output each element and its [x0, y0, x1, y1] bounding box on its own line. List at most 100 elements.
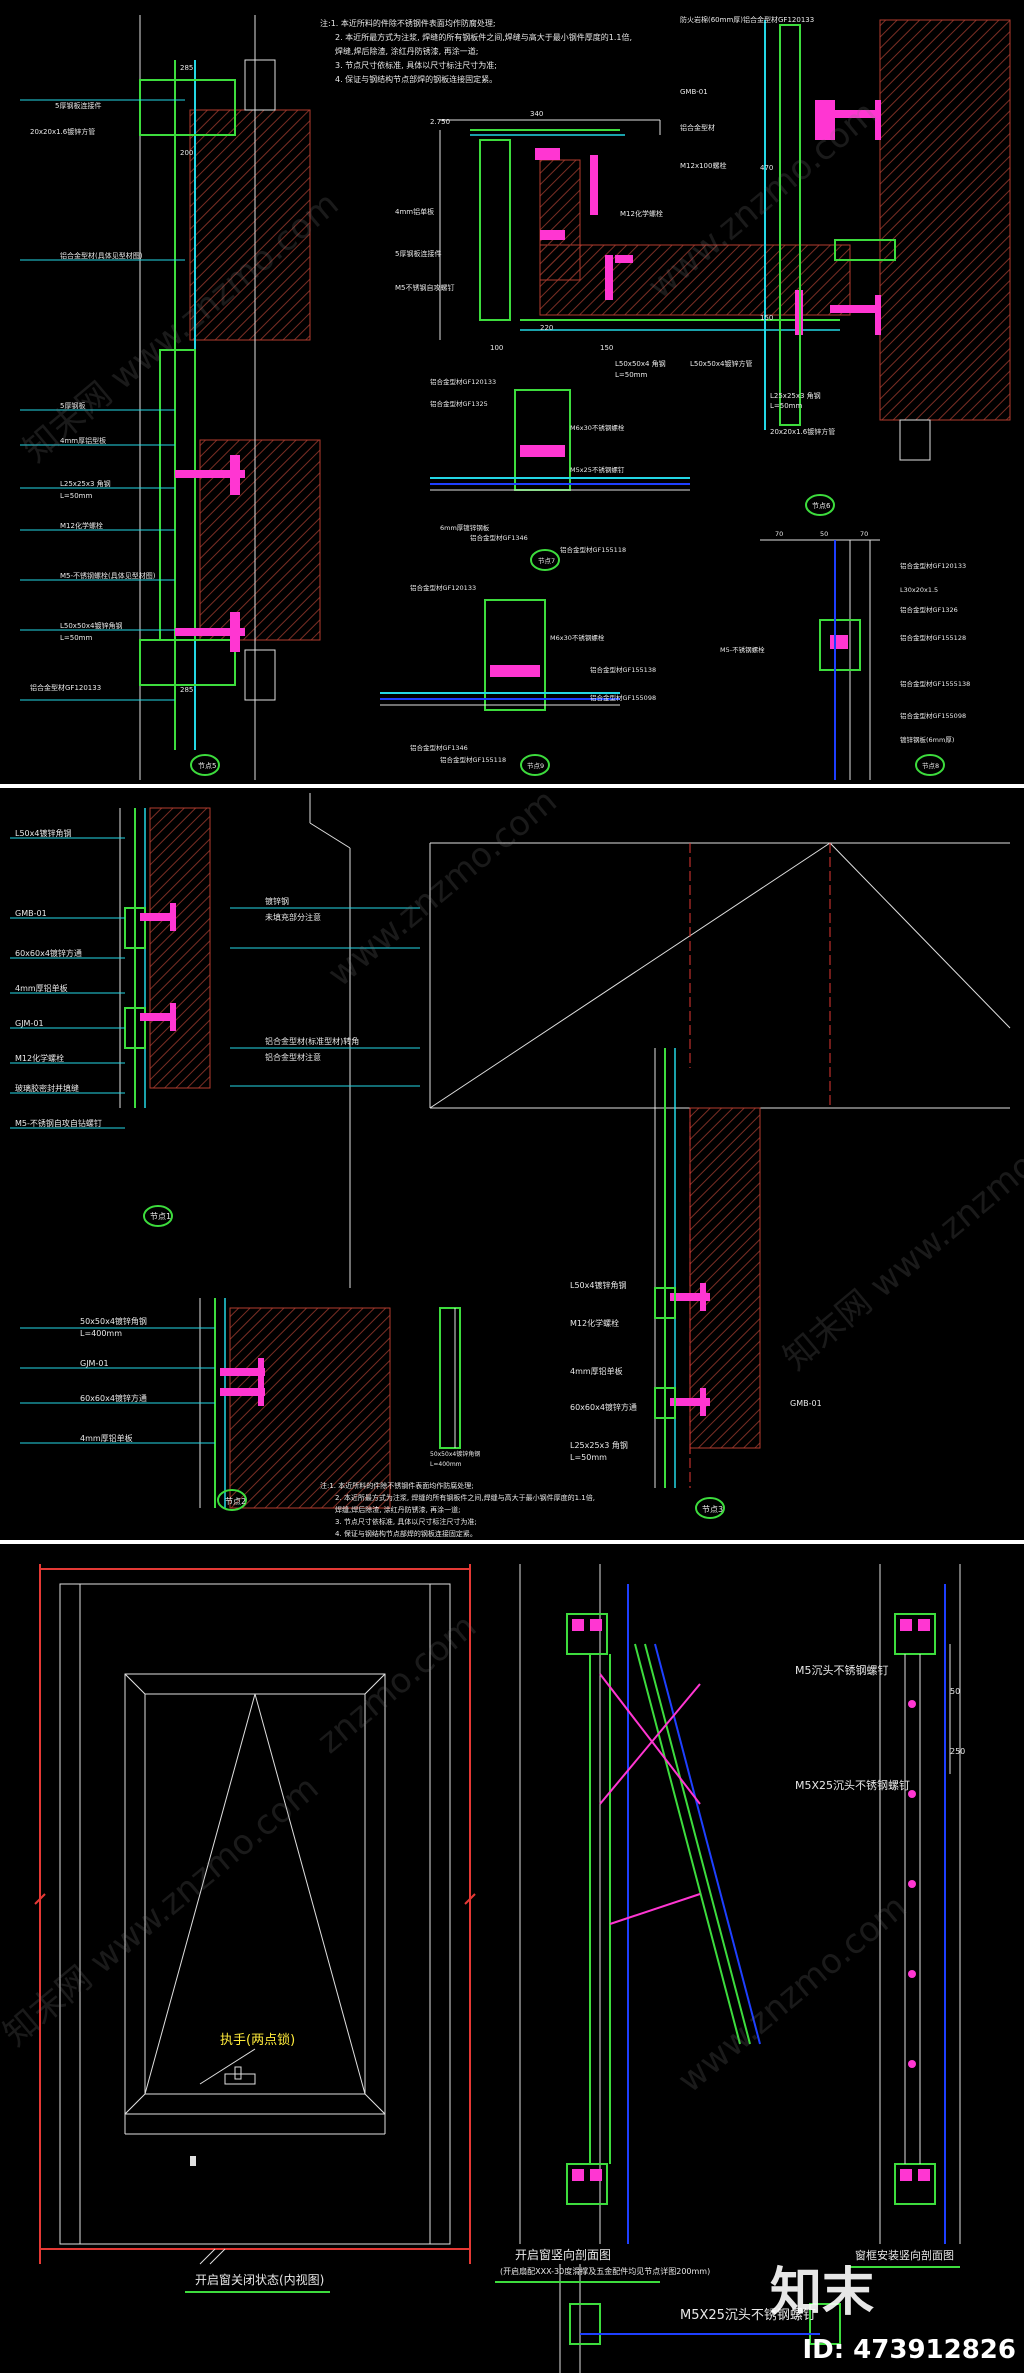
note-1: 2. 本近所最方式为注浆, 焊缝的所有钢板件之间,焊缝与高大于最小钢件厚度的1.…: [335, 32, 632, 42]
right-bottom-labels: 70 50 70 铝合金型材GF120133 L30x20x1.5 铝合金型材G…: [720, 530, 970, 770]
lbl-rb3: 铝合金型材GF155128: [900, 633, 966, 642]
lbl-m6: 玻璃胶密封并填缝: [15, 1083, 79, 1093]
dim-c4: 150: [600, 344, 613, 352]
dim-rb0: 70: [775, 530, 783, 538]
lbl-rb1: L30x20x1.5: [900, 586, 938, 594]
lbl-l4: 4mm厚铝型板: [60, 436, 106, 445]
tag-8: 节点8: [922, 762, 939, 770]
note2-3: 3. 节点尺寸依标准, 具体以尺寸标注尺寸为准;: [335, 1517, 477, 1526]
notes-middle: 注:1. 本近所料的件除不锈钢件表面均作防腐处理; 2. 本近所最方式为注浆, …: [320, 1481, 595, 1538]
frame-section: [879, 1564, 961, 2244]
lbl-r6: 20x20x1.6镀锌方管: [770, 427, 835, 436]
screw-label-bottom: M5X25沉头不锈钢螺钉: [680, 2308, 816, 2323]
lbl-cs1: 铝合金型材GF1325: [430, 399, 488, 408]
lbl-c2: M5不锈钢自攻螺钉: [395, 283, 455, 292]
lbl-ll4: 4mm厚铝单板: [80, 1433, 133, 1443]
lbl-lr5: L25x25x3 角钢: [570, 1440, 628, 1450]
window-panel-bottom: 执手(两点锁) 开启窗关闭状态(内视图): [0, 1544, 1024, 2373]
detail-drawing-middle: L50x4镀锌角钢 GMB-01 60x60x4镀锌方通 4mm厚铝单板 GJM…: [10, 793, 1011, 1538]
lbl-m7: M5-不锈钢自攻自钻螺钉: [15, 1118, 102, 1128]
panel-divider: [0, 784, 1024, 788]
lbl-l1: 20x20x1.6镀锌方管: [30, 127, 95, 136]
lbl-cb4: 铝合金型材GF1346: [410, 743, 468, 752]
tag-1: 节点1: [150, 1212, 171, 1221]
mid-left-wall: [10, 793, 420, 1288]
tag-5: 节点5: [198, 762, 216, 770]
screw-label-1: M5沉头不锈钢螺钉: [795, 1664, 889, 1677]
open-window-section: [519, 1564, 841, 2373]
lower-left-labels: 50x50x4镀锌角钢 L=400mm GJM-01 60x60x4镀锌方通 4…: [80, 1316, 480, 1506]
lbl-ll3: 60x60x4镀锌方通: [80, 1393, 147, 1403]
lbl-m1: GMB-01: [15, 909, 47, 918]
lbl-l8: M5-不锈钢螺栓(具体见型材图): [60, 571, 156, 580]
window-drawing: 执手(两点锁) 开启窗关闭状态(内视图): [34, 1564, 965, 2373]
center-small-labels: 铝合金型材GF120133 铝合金型材GF1325 M6x30不锈钢螺栓 M5x…: [430, 377, 626, 565]
lbl-r4: L25x25x3 角钢: [770, 391, 821, 400]
lbl-lr1: M12化学螺栓: [570, 1318, 619, 1328]
caption-right: 窗框安装竖向剖面图: [855, 2248, 954, 2262]
lbl-rb4: M5-不锈钢螺栓: [720, 645, 765, 654]
left-wall-section: [20, 15, 321, 780]
detail-panel-top: 5厚钢板连接件 20x20x1.6镀锌方管 铝合金型材(具体见型材图) 5厚钢板…: [0, 0, 1024, 784]
right-upper-detail: [764, 19, 1011, 516]
note-3: 3. 节点尺寸依标准, 具体以尺寸标注尺寸为准;: [335, 60, 497, 70]
tag-3: 节点3: [702, 1505, 723, 1514]
lbl-cb2: 铝合金型材GF155138: [590, 665, 656, 674]
lbl-m5: M12化学螺栓: [15, 1053, 64, 1063]
lbl-l2: 铝合金型材(具体见型材图): [60, 251, 143, 260]
lbl-cs3: M5x25不锈钢螺钉: [570, 465, 625, 474]
frame-labels: M5沉头不锈钢螺钉 M5X25沉头不锈钢螺钉 50 250 窗框安装竖向剖面图: [795, 1664, 965, 2268]
lbl-l9: L50x50x4镀锌角钢: [60, 621, 122, 630]
lbl-l3: 5厚钢板: [60, 401, 85, 410]
caption-left: 开启窗关闭状态(内视图): [195, 2272, 324, 2287]
detail-panel-middle: L50x4镀锌角钢 GMB-01 60x60x4镀锌方通 4mm厚铝单板 GJM…: [0, 788, 1024, 1540]
lbl-c1: 5厚钢板连接件: [395, 249, 441, 258]
lbl-cb5: 铝合金型材GF155118: [440, 755, 506, 764]
note2-2: 焊缝,焊后除渣, 涂红丹防锈漆, 再涂一道;: [335, 1505, 460, 1514]
note2-0: 注:1. 本近所料的件除不锈钢件表面均作防腐处理;: [320, 1481, 474, 1490]
dim-r0: 470: [760, 164, 773, 172]
lbl-l7: M12化学螺栓: [60, 521, 103, 530]
detail-drawing-top: 5厚钢板连接件 20x20x1.6镀锌方管 铝合金型材(具体见型材图) 5厚钢板…: [20, 15, 1011, 780]
lbl-m0: L50x4镀锌角钢: [15, 828, 71, 838]
lbl-r1: GMB-01: [680, 88, 708, 96]
lbl-mm1: 未填充部分注意: [265, 912, 321, 922]
lbl-c0: 4mm铝单板: [395, 207, 434, 216]
note2-4: 4. 保证与钢结构节点部焊的钢板连接固定紧。: [335, 1529, 477, 1538]
dim-l2: 285: [180, 686, 193, 694]
lbl-cs4: 6mm厚镀锌钢板: [440, 523, 490, 532]
lbl-r0: 防火岩棉(60mm厚)铝合金型材GF120133: [680, 15, 814, 24]
elevation-triangle: [429, 842, 1011, 1519]
lbl-rb5: 铝合金型材GF1555138: [900, 679, 970, 688]
mid-left-labels: L50x4镀锌角钢 GMB-01 60x60x4镀锌方通 4mm厚铝单板 GJM…: [15, 828, 359, 1221]
lbl-cs0: 铝合金型材GF120133: [430, 377, 496, 386]
dim-l1: 200: [180, 149, 193, 157]
lbl-c6: L50x50x4镀锌方管: [690, 359, 752, 368]
window-elevation-labels: 执手(两点锁) 开启窗关闭状态(内视图): [185, 2032, 330, 2293]
panel-divider: [0, 1540, 1024, 1544]
dim-c2: 220: [540, 324, 553, 332]
center-small-detail: [430, 389, 690, 571]
screw-label-2: M5X25沉头不锈钢螺钉: [795, 1779, 910, 1792]
lbl-cs5: 铝合金型材GF155118: [560, 545, 626, 554]
lbl-lr3: 60x60x4镀锌方通: [570, 1402, 637, 1412]
lbl-l6: L=50mm: [60, 492, 92, 500]
lbl-mm3: 铝合金型材注意: [265, 1052, 321, 1062]
lbl-lr4: GMB-01: [790, 1399, 822, 1408]
lbl-c3: M12化学螺栓: [620, 209, 663, 218]
dim-c3: 100: [490, 344, 503, 352]
note-0: 注:1. 本近所料的件除不锈钢件表面均作防腐处理;: [320, 18, 496, 28]
left-labels: 5厚钢板连接件 20x20x1.6镀锌方管 铝合金型材(具体见型材图) 5厚钢板…: [30, 64, 216, 770]
lbl-m4: GJM-01: [15, 1019, 44, 1028]
lbl-rb6: 铝合金型材GF155098: [900, 711, 966, 720]
tag-2: 节点2: [225, 1497, 246, 1506]
dim-c0: 2.750: [430, 118, 450, 126]
lbl-lr6: L=50mm: [570, 1453, 607, 1462]
center-corner-detail: [439, 119, 851, 340]
lbl-lr2: 4mm厚铝单板: [570, 1366, 623, 1376]
center-bottom-detail: [380, 599, 620, 776]
lbl-r5: L=50mm: [770, 402, 802, 410]
lbl-cs2: M6x30不锈钢螺栓: [570, 423, 625, 432]
note2-1: 2. 本近所最方式为注浆, 焊缝的所有钢板件之间,焊缝与高大于最小钢件厚度的1.…: [335, 1493, 595, 1502]
lbl-cb3: 铝合金型材GF155098: [590, 693, 656, 702]
